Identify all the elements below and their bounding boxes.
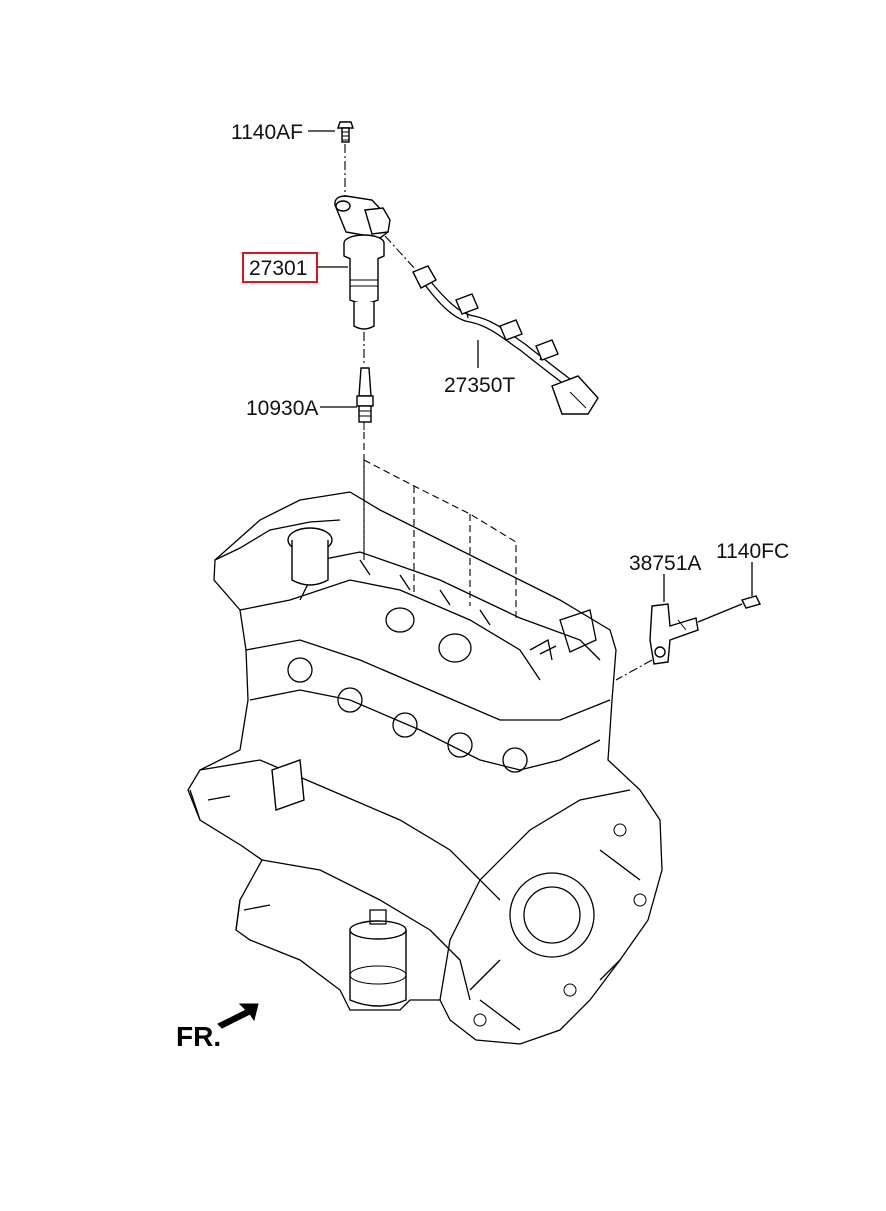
- engine-block-drawing: [187, 491, 663, 1045]
- coil-harness-drawing: [412, 265, 599, 415]
- spark-plug-drawing: [356, 367, 374, 560]
- projection-lines: [363, 459, 517, 620]
- part-label-1140af[interactable]: 1140AF: [231, 121, 303, 144]
- part-label-27301[interactable]: 27301: [249, 257, 307, 280]
- bolt-1140af-drawing: [337, 121, 354, 200]
- ignition-coil-drawing: [334, 195, 417, 365]
- part-label-10930a[interactable]: 10930A: [246, 397, 318, 420]
- front-direction-label: FR.: [176, 1021, 221, 1052]
- front-direction-arrow: [217, 1003, 259, 1029]
- bracket-drawing: [615, 595, 762, 681]
- part-label-38751a[interactable]: 38751A: [629, 552, 701, 575]
- part-label-1140fc[interactable]: 1140FC: [716, 540, 789, 563]
- highlight-box: [242, 252, 318, 283]
- part-label-27350t[interactable]: 27350T: [444, 374, 515, 397]
